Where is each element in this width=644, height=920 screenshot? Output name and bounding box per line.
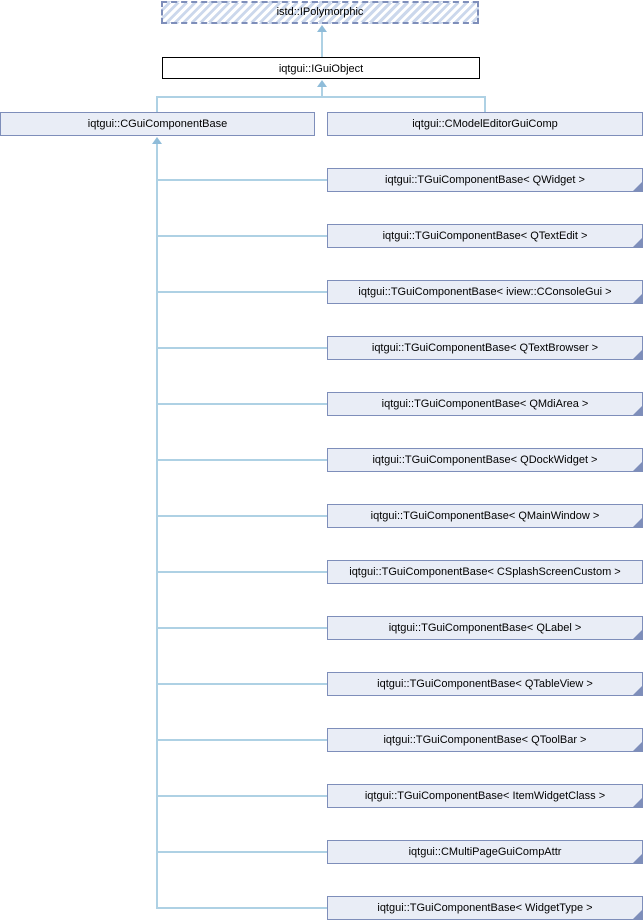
class-node-tguicomponentbase-qtableview[interactable]: iqtgui::TGuiComponentBase< QTableView >	[327, 672, 643, 696]
inheritance-arrow-icon	[317, 80, 327, 87]
derived-classes-fold-icon	[633, 854, 642, 863]
class-label: iqtgui::CGuiComponentBase	[87, 118, 228, 130]
edge-line	[157, 795, 327, 797]
class-label: iqtgui::TGuiComponentBase< ItemWidgetCla…	[364, 790, 606, 802]
class-label: iqtgui::TGuiComponentBase< QTableView >	[377, 678, 593, 690]
class-node-tguicomponentbase-qmainwindow[interactable]: iqtgui::TGuiComponentBase< QMainWindow >	[327, 504, 643, 528]
class-label: iqtgui::CMultiPageGuiCompAttr	[408, 846, 562, 858]
class-node-iqtgui-cmodeleditorguicomp[interactable]: iqtgui::CModelEditorGuiComp	[327, 112, 643, 136]
class-label: iqtgui::TGuiComponentBase< QMainWindow >	[370, 510, 600, 522]
class-node-tguicomponentbase-qtextedit[interactable]: iqtgui::TGuiComponentBase< QTextEdit >	[327, 224, 643, 248]
class-label: iqtgui::TGuiComponentBase< QDockWidget >	[372, 454, 598, 466]
class-label: iqtgui::TGuiComponentBase< QWidget >	[385, 174, 585, 186]
edge-line	[321, 87, 323, 96]
derived-classes-fold-icon	[633, 742, 642, 751]
derived-classes-fold-icon	[633, 238, 642, 247]
derived-classes-fold-icon	[633, 518, 642, 527]
derived-classes-fold-icon	[633, 462, 642, 471]
class-node-iqtgui-iguiobject[interactable]: iqtgui::IGuiObject	[162, 57, 480, 79]
edge-line	[321, 32, 323, 57]
class-node-cmultipageguicompattr[interactable]: iqtgui::CMultiPageGuiCompAttr	[327, 840, 643, 864]
derived-classes-fold-icon	[633, 294, 642, 303]
class-label: iqtgui::TGuiComponentBase< QTextEdit >	[382, 230, 588, 242]
edge-line	[157, 291, 327, 293]
class-label: iqtgui::TGuiComponentBase< CSplashScreen…	[349, 566, 621, 578]
class-label: iqtgui::TGuiComponentBase< QTextBrowser …	[371, 342, 599, 354]
edge-line	[484, 98, 486, 112]
class-label: iqtgui::TGuiComponentBase< QMdiArea >	[381, 398, 589, 410]
inheritance-arrow-icon	[152, 137, 162, 144]
class-label: iqtgui::TGuiComponentBase< QLabel >	[388, 622, 582, 634]
edge-line	[157, 459, 327, 461]
derived-classes-fold-icon	[633, 182, 642, 191]
derived-classes-fold-icon	[633, 406, 642, 415]
class-node-tguicomponentbase-widgettype[interactable]: iqtgui::TGuiComponentBase< WidgetType >	[327, 896, 643, 920]
derived-classes-fold-icon	[633, 798, 642, 807]
class-node-tguicomponentbase-qdockwidget[interactable]: iqtgui::TGuiComponentBase< QDockWidget >	[327, 448, 643, 472]
derived-classes-fold-icon	[633, 910, 642, 919]
edge-line	[156, 98, 158, 112]
class-node-tguicomponentbase-qwidget[interactable]: iqtgui::TGuiComponentBase< QWidget >	[327, 168, 643, 192]
derived-classes-fold-icon	[633, 686, 642, 695]
class-label: iqtgui::IGuiObject	[278, 63, 364, 75]
class-node-tguicomponentbase-qlabel[interactable]: iqtgui::TGuiComponentBase< QLabel >	[327, 616, 643, 640]
edge-line	[157, 403, 327, 405]
class-node-tguicomponentbase-itemwidgetclass[interactable]: iqtgui::TGuiComponentBase< ItemWidgetCla…	[327, 784, 643, 808]
edge-line	[157, 235, 327, 237]
class-label: iqtgui::TGuiComponentBase< QToolBar >	[383, 734, 587, 746]
edge-line	[157, 571, 327, 573]
inheritance-arrow-icon	[317, 25, 327, 32]
class-node-tguicomponentbase-csplashscreencustom[interactable]: iqtgui::TGuiComponentBase< CSplashScreen…	[327, 560, 643, 584]
edge-line	[157, 683, 327, 685]
edge-line	[157, 739, 327, 741]
class-node-istd-ipolymorphic: istd::IPolymorphic	[161, 1, 479, 24]
class-label: iqtgui::CModelEditorGuiComp	[412, 118, 558, 130]
class-label: istd::IPolymorphic	[276, 6, 364, 18]
class-label: iqtgui::TGuiComponentBase< WidgetType >	[377, 902, 593, 914]
class-node-iqtgui-cguicomponentbase[interactable]: iqtgui::CGuiComponentBase	[0, 112, 315, 136]
derived-classes-fold-icon	[633, 350, 642, 359]
class-node-tguicomponentbase-cconsolegui[interactable]: iqtgui::TGuiComponentBase< iview::CConso…	[327, 280, 643, 304]
class-label: iqtgui::TGuiComponentBase< iview::CConso…	[358, 286, 612, 298]
edge-line	[156, 144, 158, 909]
edge-line	[157, 851, 327, 853]
edge-line	[157, 179, 327, 181]
class-node-tguicomponentbase-qtoolbar[interactable]: iqtgui::TGuiComponentBase< QToolBar >	[327, 728, 643, 752]
edge-line	[157, 347, 327, 349]
edge-line	[157, 627, 327, 629]
class-node-tguicomponentbase-qtextbrowser[interactable]: iqtgui::TGuiComponentBase< QTextBrowser …	[327, 336, 643, 360]
edge-line	[157, 515, 327, 517]
edge-line	[157, 907, 327, 909]
class-node-tguicomponentbase-qmdiarea[interactable]: iqtgui::TGuiComponentBase< QMdiArea >	[327, 392, 643, 416]
derived-classes-fold-icon	[633, 630, 642, 639]
edge-line	[156, 96, 486, 98]
